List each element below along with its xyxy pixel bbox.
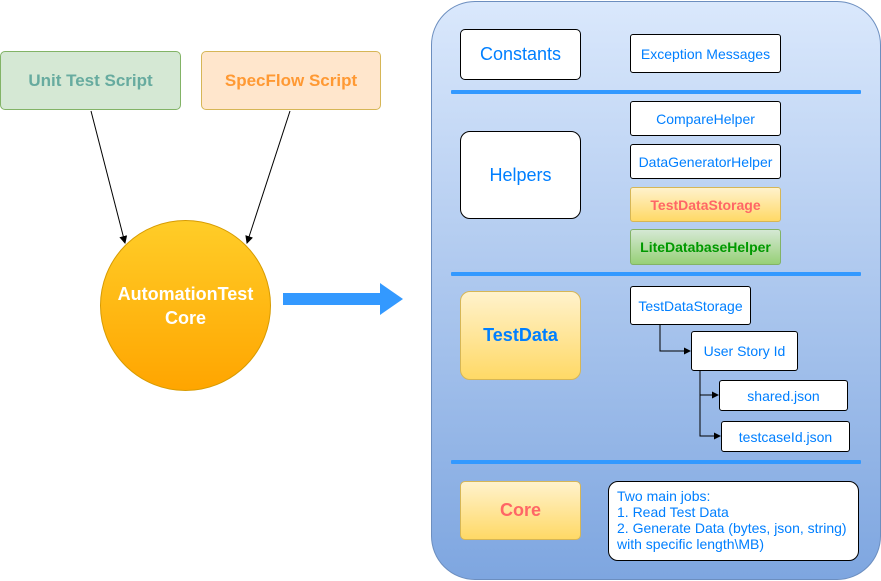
- constants-title-text: Constants: [479, 44, 562, 64]
- jobs-line: Two main jobs:: [617, 488, 711, 504]
- right-arrow-icon: [283, 283, 403, 315]
- tree-root-label: TestDataStorage: [638, 297, 743, 314]
- shared-json-node: shared.json: [719, 380, 848, 411]
- helpers-title-text: Helpers: [489, 164, 552, 185]
- section-divider: [451, 460, 861, 464]
- child-to-shared-connector: [699, 371, 719, 399]
- test-data-storage-helper-node: TestDataStorage: [630, 187, 781, 222]
- root-to-child-connector: [659, 324, 691, 355]
- user-story-id-label: User Story Id: [703, 343, 786, 359]
- core-jobs-description: Two main jobs: 1. Read Test Data 2. Gene…: [608, 481, 859, 561]
- core-title-text: Core: [499, 500, 541, 520]
- testcase-json-label: testcaseId.json: [738, 428, 833, 445]
- helpers-section-title: Helpers: [460, 131, 581, 219]
- jobs-line: with specific length\MB): [617, 536, 765, 552]
- unit-test-script-label: Unit Test Script: [28, 70, 153, 90]
- jobs-line: 2. Generate Data (bytes, json, string): [617, 520, 847, 536]
- section-divider: [451, 272, 861, 276]
- tree-root-node: TestDataStorage: [630, 286, 751, 325]
- core-section-title: Core: [460, 481, 581, 540]
- jobs-line: 1. Read Test Data: [617, 504, 729, 520]
- data-generator-helper-label: DataGeneratorHelper: [638, 153, 773, 170]
- unit-test-script-node: Unit Test Script: [0, 51, 181, 110]
- unit-to-core-arrow: [90, 110, 128, 244]
- automation-core-node: AutomationTest Core: [100, 220, 271, 391]
- specflow-script-label: SpecFlow Script: [224, 70, 358, 90]
- compare-helper-label: CompareHelper: [656, 110, 755, 127]
- lite-database-helper-label: LiteDatabaseHelper: [640, 239, 771, 255]
- testdata-section-title: TestData: [460, 291, 581, 380]
- testdata-title-text: TestData: [483, 325, 558, 345]
- lite-database-helper-node: LiteDatabaseHelper: [630, 229, 781, 265]
- automation-core-label-line1: AutomationTest: [117, 283, 254, 304]
- exception-messages-node: Exception Messages: [630, 34, 781, 73]
- shared-json-label: shared.json: [747, 387, 820, 404]
- test-data-storage-helper-label: TestDataStorage: [650, 196, 761, 213]
- data-generator-helper-node: DataGeneratorHelper: [630, 144, 781, 179]
- user-story-id-node: User Story Id: [691, 331, 798, 371]
- specflow-script-node: SpecFlow Script: [201, 51, 381, 110]
- automation-core-label-line2: Core: [164, 307, 206, 328]
- specflow-to-core-arrow: [245, 110, 291, 244]
- child-to-testcase-connector: [699, 371, 721, 440]
- constants-section-title: Constants: [460, 29, 581, 80]
- exception-messages-label: Exception Messages: [640, 45, 771, 62]
- compare-helper-node: CompareHelper: [630, 101, 781, 136]
- section-divider: [451, 90, 861, 94]
- testcase-json-node: testcaseId.json: [721, 421, 850, 452]
